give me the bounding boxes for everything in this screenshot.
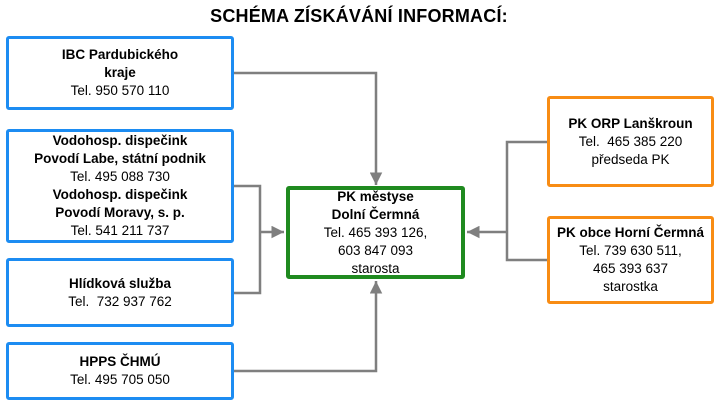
phone-number: Tel. 465 393 126, (323, 224, 428, 240)
org-name: PK ORP Lanškroun (568, 115, 693, 131)
box-hpps-chmu: HPPS ČHMÚ Tel. 495 705 050 (6, 342, 234, 400)
org-name: PK městyse (337, 188, 414, 204)
org-name: Hlídková služba (68, 275, 172, 291)
contact-role: starostka (603, 279, 658, 294)
contact-role: předseda PK (591, 151, 670, 167)
org-name: HPPS ČHMÚ (79, 354, 161, 369)
phone-number: Tel. 465 385 220 (578, 133, 683, 149)
org-name: Povodí Moravy, s. p. (55, 205, 185, 220)
box-vodohosp-dispecink: Vodohosp. dispečink Povodí Labe, státní … (6, 129, 234, 243)
org-name: Vodohosp. dispečink (52, 133, 188, 148)
phone-number: Tel. 495 088 730 (70, 169, 170, 184)
org-name: PK obce Horní Čermná (556, 225, 705, 240)
phone-number: 465 393 637 (592, 261, 669, 276)
box-pk-orp-lanskroun: PK ORP Lanškroun Tel. 465 385 220 předse… (547, 96, 714, 187)
phone-number: Tel. 739 630 511, (579, 243, 682, 258)
connector-ibc-to-center (234, 71, 383, 185)
org-name: Povodí Labe, státní podnik (34, 151, 206, 166)
org-name: Dolní Čermná (331, 206, 420, 222)
box-pk-obce-horni-cermna: PK obce Horní Čermná Tel. 739 630 511, 4… (547, 216, 714, 304)
connector-right-bracket (505, 140, 547, 262)
connector-left-bracket (234, 184, 262, 295)
contact-role: starosta (351, 260, 400, 276)
phone-number: Tel. 541 211 737 (70, 223, 170, 238)
connector-hpps-to-center (234, 281, 383, 373)
org-name: kraje (104, 65, 136, 80)
phone-number: Tel. 495 705 050 (70, 372, 170, 387)
diagram-title: SCHÉMA ZÍSKÁVÁNÍ INFORMACÍ: (210, 6, 508, 26)
box-pk-mestyse-dolni-cermna: PK městyse Dolní Čermná Tel. 465 393 126… (286, 186, 465, 279)
box-ibc-pardubickeho-kraje: IBC Pardubického kraje Tel. 950 570 110 (6, 36, 234, 110)
org-name: Vodohosp. dispečink (52, 187, 188, 202)
phone-number: Tel. 732 937 762 (68, 293, 172, 309)
phone-number: Tel. 950 570 110 (70, 83, 170, 98)
box-hlidkova-sluzba: Hlídková služba Tel. 732 937 762 (6, 258, 234, 327)
phone-number: 603 847 093 (337, 242, 414, 258)
org-name: IBC Pardubického (61, 47, 179, 62)
